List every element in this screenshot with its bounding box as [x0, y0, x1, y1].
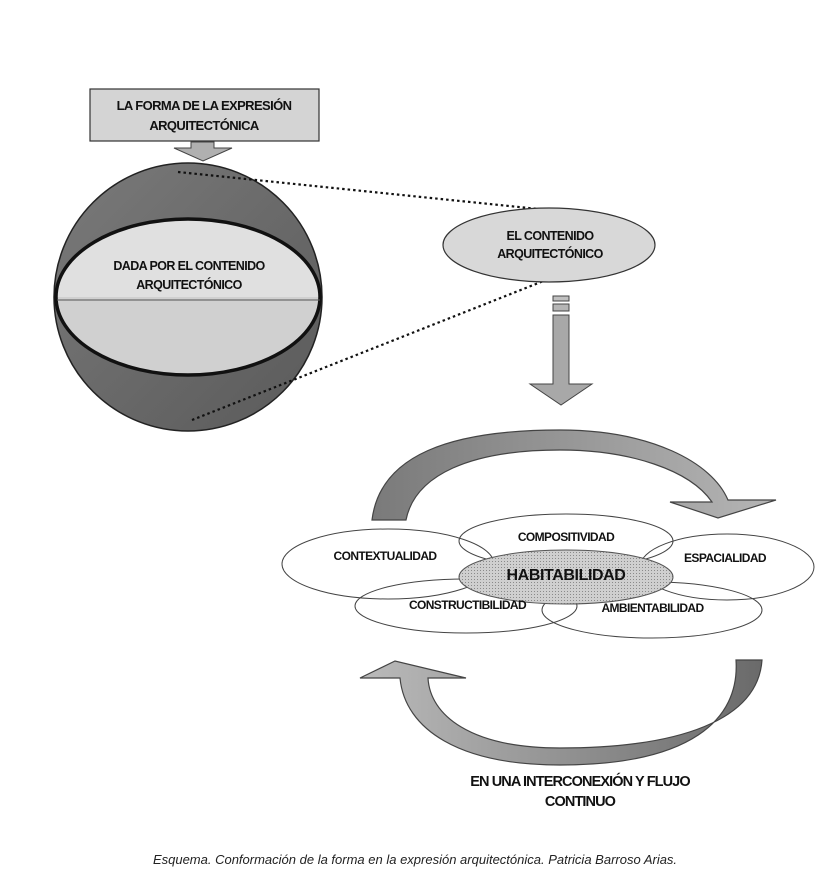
- bottom-statement-line-1: EN UNA INTERCONEXIÓN Y FLUJO: [470, 774, 690, 790]
- sphere: [53, 162, 323, 432]
- cycle-arrow-bottom: [359, 659, 763, 766]
- figure-caption: Esquema. Conformación de la forma en la …: [152, 852, 678, 867]
- sphere-line-2: ARQUITECTÓNICO: [136, 278, 242, 292]
- bottom-statement: EN UNA INTERCONEXIÓN Y FLUJO CONTINUO: [430, 772, 730, 812]
- content-ellipse-line-1: EL CONTENIDO: [506, 229, 594, 243]
- content-ellipse-line-2: ARQUITECTÓNICO: [497, 247, 603, 261]
- small-down-arrow: [173, 141, 233, 162]
- node-espacialidad: ESPACIALIDAD: [684, 551, 767, 565]
- node-contextualidad: CONTEXTUALIDAD: [333, 549, 438, 563]
- ellipse-habitabilidad: [458, 549, 674, 605]
- node-habitabilidad: HABITABILIDAD: [506, 567, 626, 584]
- content-ellipse: [442, 207, 656, 283]
- node-ambientabilidad: AMBIENTABILIDAD: [601, 601, 704, 615]
- node-constructibilidad: CONSTRUCTIBILIDAD: [408, 598, 527, 612]
- top-box-line-1: LA FORMA DE LA EXPRESIÓN: [116, 98, 292, 113]
- ellipse-contextualidad: [281, 528, 495, 600]
- sphere-label: DADA POR EL CONTENIDO ARQUITECTÓNICO: [70, 257, 308, 295]
- bottom-statement-line-2: CONTINUO: [544, 794, 616, 810]
- top-box-label: LA FORMA DE LA EXPRESIÓN ARQUITECTÓNICA: [90, 96, 318, 136]
- top-box: [89, 88, 320, 142]
- dotted-connector-top: [177, 170, 549, 212]
- content-ellipse-label: EL CONTENIDO ARQUITECTÓNICO: [445, 227, 655, 263]
- top-box-line-2: ARQUITECTÓNICA: [149, 118, 259, 133]
- big-down-arrow: [528, 295, 594, 406]
- cycle-arrow-top: [371, 429, 777, 521]
- sphere-line-1: DADA POR EL CONTENIDO: [113, 259, 265, 273]
- node-compositividad: COMPOSITIVIDAD: [517, 530, 615, 544]
